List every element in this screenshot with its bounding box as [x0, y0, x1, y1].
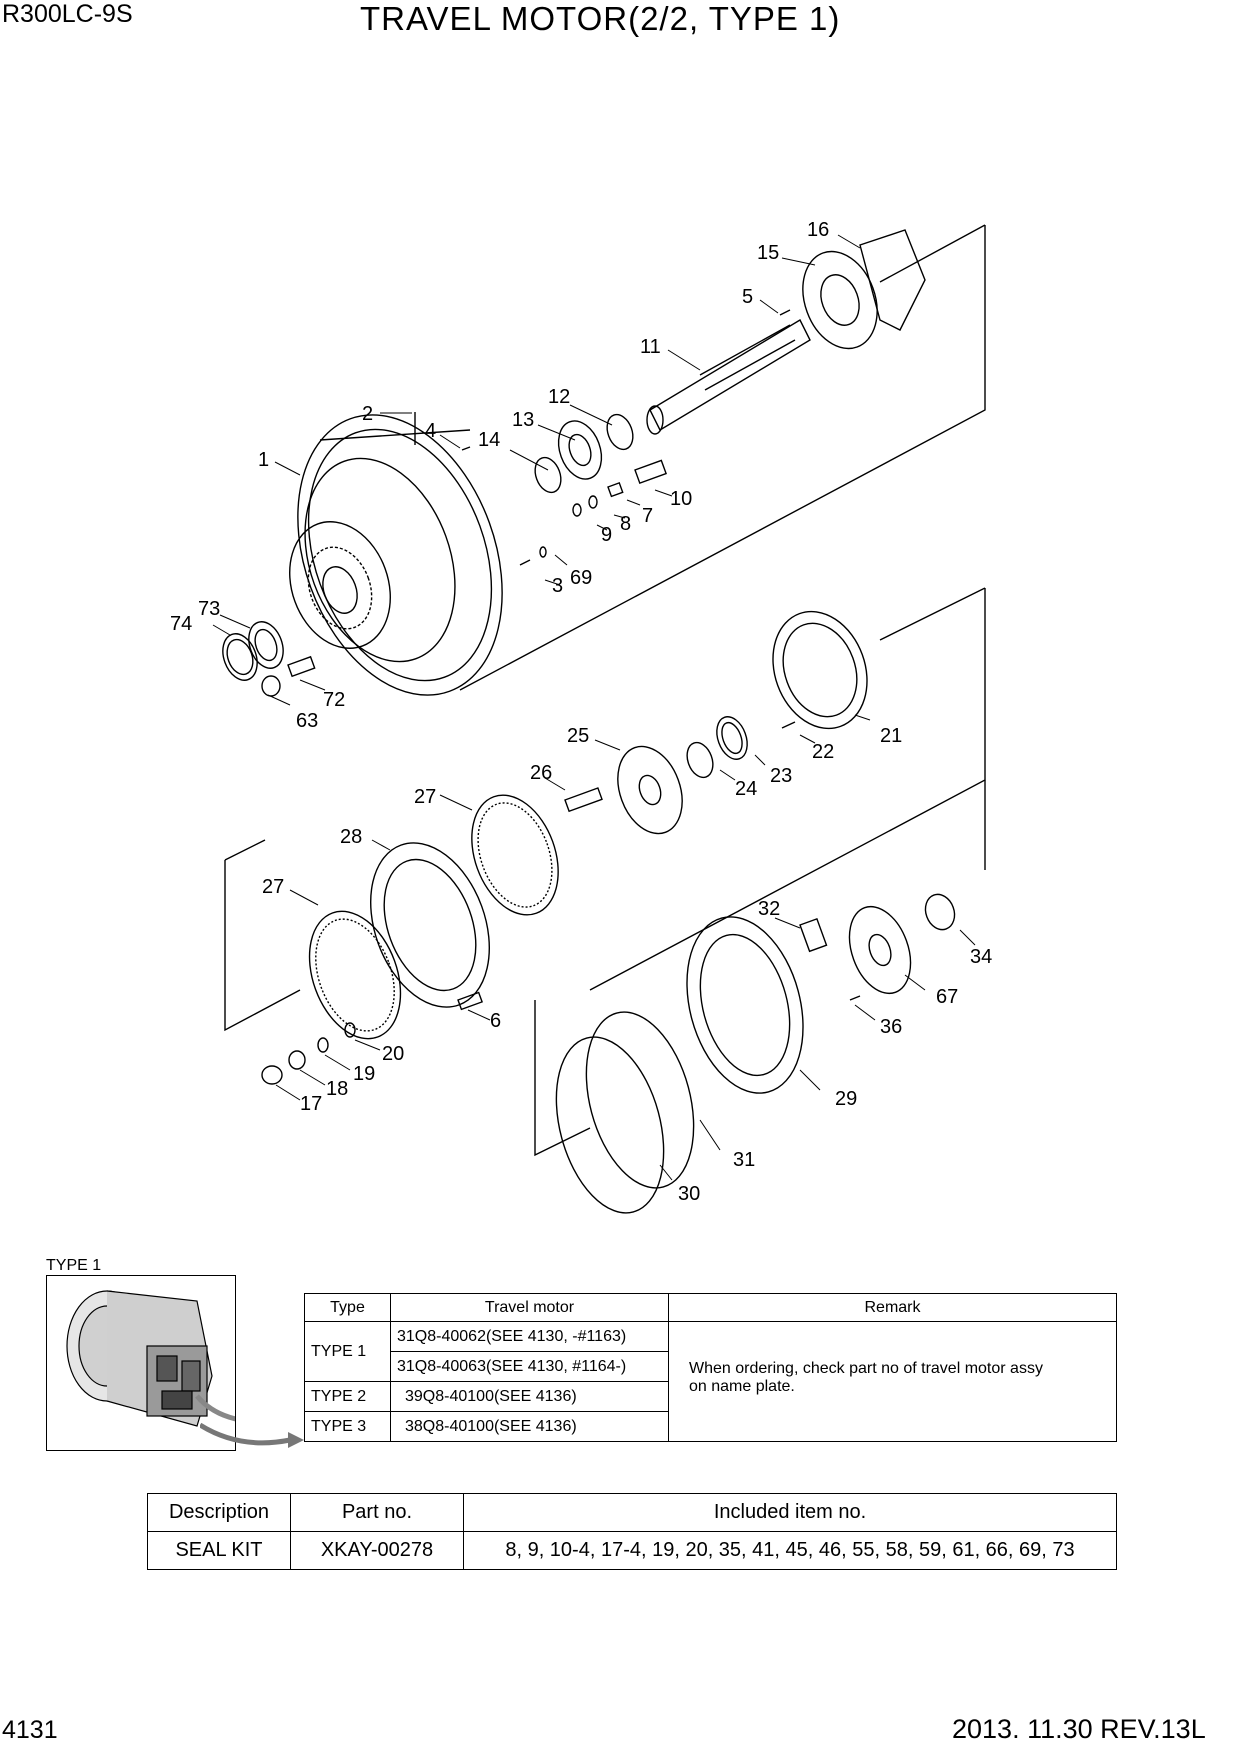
type-cell: TYPE 3: [304, 1411, 391, 1442]
callout: 28: [340, 826, 362, 848]
callout: 67: [936, 986, 958, 1008]
callout: 5: [742, 286, 753, 308]
seal-description: SEAL KIT: [147, 1531, 291, 1570]
col-header-travel-motor: Travel motor: [390, 1293, 669, 1322]
friction-plates: [308, 794, 559, 1040]
callout: 4: [425, 420, 436, 442]
motor-cell: 31Q8-40063(SEE 4130, #1164-): [390, 1351, 669, 1382]
cylinder-block-group: [564, 610, 868, 835]
motor-photo-sketch: [66, 1290, 235, 1427]
callout: 20: [382, 1043, 404, 1065]
arrow-icon: [200, 1422, 304, 1448]
motor-cell: 39Q8-40100(SEE 4136): [390, 1381, 669, 1412]
callout: 36: [880, 1016, 902, 1038]
callout: 16: [807, 219, 829, 241]
type1-panel-label: TYPE 1: [46, 1257, 102, 1274]
callout: 74: [170, 613, 192, 635]
type1-motor-illustration: [46, 1275, 236, 1451]
type-cell: TYPE 2: [304, 1381, 391, 1412]
callout: 1: [258, 449, 269, 471]
callout: 69: [570, 567, 592, 589]
callout: 6: [490, 1010, 501, 1032]
callout: 27: [414, 786, 436, 808]
callout: 13: [512, 409, 534, 431]
callout-numbers: 1 2 3 4 5 6 7 8 9 10 11 12 13 14 15 16 1…: [170, 219, 992, 1205]
callout: 27: [262, 876, 284, 898]
type-table: Type Travel motor Remark TYPE 1 31Q8-400…: [304, 1293, 1117, 1442]
shaft: [646, 319, 811, 435]
callout: 73: [198, 598, 220, 620]
remark-line: When ordering, check part no of travel m…: [689, 1360, 1043, 1377]
seal-part-no: XKAY-00278: [290, 1531, 464, 1570]
callout: 25: [567, 725, 589, 747]
seal-kit-table: Description Part no. Included item no. S…: [147, 1493, 1117, 1570]
callout: 14: [478, 429, 500, 451]
callout: 26: [530, 762, 552, 784]
col-header-part-no: Part no.: [290, 1493, 464, 1532]
callout: 63: [296, 710, 318, 732]
callout: 23: [770, 765, 792, 787]
bearing-and-rings: [414, 412, 667, 566]
callout: 21: [880, 725, 902, 747]
piston-group: [555, 893, 956, 1214]
callout: 8: [620, 513, 631, 535]
remark-cell: When ordering, check part no of travel m…: [668, 1321, 1117, 1442]
callout: 32: [758, 898, 780, 920]
seals-left: [222, 621, 316, 697]
callout: 22: [812, 741, 834, 763]
callout: 17: [300, 1093, 322, 1115]
callout: 34: [970, 946, 992, 968]
leader-lines: [212, 234, 976, 1181]
callout: 3: [552, 575, 563, 597]
callout: 15: [757, 242, 779, 264]
page-title: TRAVEL MOTOR(2/2, TYPE 1): [360, 0, 841, 37]
col-header-description: Description: [147, 1493, 291, 1532]
callout: 7: [642, 505, 653, 527]
small-parts: [261, 1022, 356, 1085]
callout: 30: [678, 1183, 700, 1205]
motor-cell: 38Q8-40100(SEE 4136): [390, 1411, 669, 1442]
col-header-included-items: Included item no.: [463, 1493, 1117, 1532]
col-header-remark: Remark: [668, 1293, 1117, 1322]
seal-included-items: 8, 9, 10-4, 17-4, 19, 20, 35, 41, 45, 46…: [463, 1531, 1117, 1570]
type-cell: TYPE 1: [304, 1321, 391, 1382]
revision-date: 2013. 11.30 REV.13L: [952, 1714, 1206, 1744]
callout: 10: [670, 488, 692, 510]
page-number: 4131: [2, 1716, 58, 1744]
callout: 19: [353, 1063, 375, 1085]
callout: 11: [640, 336, 661, 358]
col-header-type: Type: [304, 1293, 391, 1322]
callout: 18: [326, 1078, 348, 1100]
callout: 29: [835, 1088, 857, 1110]
callout: 72: [323, 689, 345, 711]
callout: 31: [733, 1149, 755, 1171]
group-frames: [224, 224, 986, 1157]
flange-and-cover: [779, 229, 926, 350]
callout: 9: [601, 524, 612, 546]
callout: 2: [362, 403, 373, 425]
model-name: R300LC-9S: [2, 0, 133, 28]
callout: 12: [548, 386, 570, 408]
motor-cell: 31Q8-40062(SEE 4130, -#1163): [390, 1321, 669, 1352]
callout: 24: [735, 778, 757, 800]
motor-housing: [289, 414, 503, 696]
remark-line: on name plate.: [689, 1378, 795, 1395]
exploded-parts-diagram: 1 2 3 4 5 6 7 8 9 10 11 12 13 14 15 16 1…: [170, 219, 992, 1214]
